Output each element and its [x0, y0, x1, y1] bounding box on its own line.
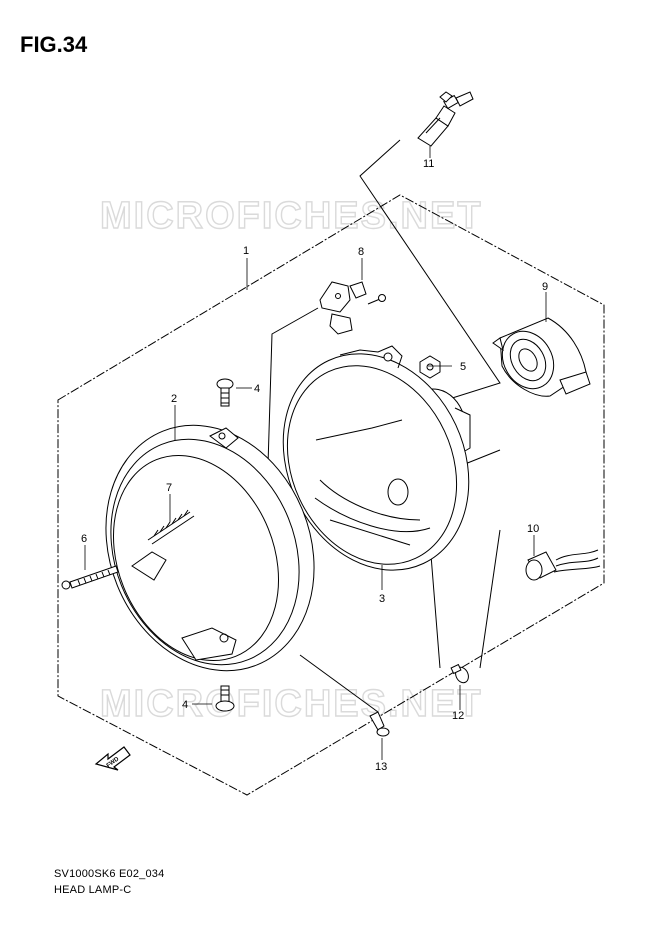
headlamp-unit-icon — [282, 345, 471, 571]
diagram-code: SV1000SK6 E02_034 — [54, 868, 165, 880]
callout-11: 11 — [423, 158, 434, 170]
callout-2: 2 — [171, 393, 177, 405]
callout-9: 9 — [542, 281, 548, 293]
callout-5: 5 — [460, 361, 466, 373]
bracket-icon — [319, 281, 386, 335]
diagram-name: HEAD LAMP-C — [54, 884, 132, 896]
screw-upper-icon — [216, 378, 234, 407]
screw-lower-icon — [215, 685, 235, 712]
headlamp-boot-icon — [492, 317, 591, 397]
adjust-screw-icon — [61, 565, 119, 590]
forward-arrow-icon: FWD — [94, 746, 131, 771]
callout-7: 7 — [166, 482, 172, 494]
callout-8: 8 — [358, 246, 364, 258]
callout-1: 1 — [243, 245, 249, 257]
callout-leaders — [84, 146, 547, 760]
screw-leader — [299, 654, 379, 713]
socket-leader — [479, 529, 501, 669]
position-bulb-icon — [450, 663, 469, 684]
bulb-bracket — [359, 139, 501, 406]
bulb-icon — [417, 91, 474, 147]
callout-4-upper: 4 — [254, 383, 260, 395]
position-lamp-socket-icon — [525, 549, 601, 581]
callout-3: 3 — [379, 593, 385, 605]
callout-10: 10 — [527, 523, 539, 535]
headlamp-rim-icon — [105, 424, 315, 672]
watermark-bottom: MICROFICHES.NET — [100, 683, 483, 725]
spring-icon — [147, 509, 195, 545]
callout-6: 6 — [81, 533, 87, 545]
assembly-boundary — [57, 194, 605, 796]
callout-4-lower: 4 — [182, 699, 188, 711]
screw-13-icon — [369, 711, 390, 737]
watermark-top: MICROFICHES.NET — [100, 195, 483, 237]
figure-title: FIG.34 — [20, 32, 88, 57]
nut-icon — [419, 355, 441, 379]
callout-13: 13 — [375, 761, 387, 773]
callout-12: 12 — [452, 710, 464, 722]
